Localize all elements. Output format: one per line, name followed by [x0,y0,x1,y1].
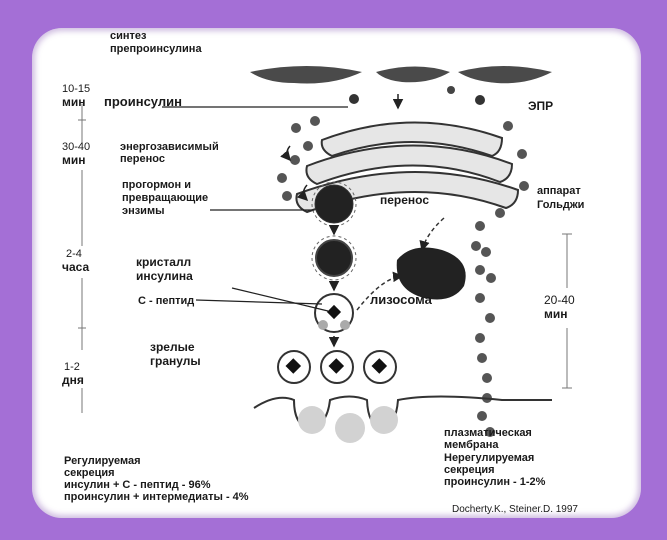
time-20-40-unit: мин [544,307,568,321]
time-2-4: 2-4 [66,248,82,260]
time-20-40: 20-40 [544,293,575,307]
epr-label: ЭПР [528,99,553,113]
prohormone-line3: энзимы [122,205,164,217]
regulated-line2: секреция [64,467,115,479]
exocytosis-clouds [298,406,398,443]
insulin-secretion-diagram: синтез препроинсулина 10-15 мин проинсул… [32,28,641,518]
regulated-line3: инсулин + С - пептид - 96% [64,479,211,491]
citation: Docherty.K., Steiner.D. 1997 [452,504,578,515]
time-1-2-unit: дня [62,373,84,387]
unregulated-line3: проинсулин - 1-2% [444,476,546,488]
synthesis-line1: синтез [110,30,147,42]
energy-line1: энергозависимый [120,141,219,153]
mature-line1: зрелые [150,340,195,354]
time-30-40-unit: мин [62,153,86,167]
c-peptide-label: С - пептид [138,295,194,307]
mature-line2: гранулы [150,354,201,368]
synthesis-line2: препроинсулина [110,43,202,55]
time-10-15-unit: мин [62,95,86,109]
mature-granules [278,351,396,383]
unregulated-line1: Нерегулируемая [444,452,534,464]
crystal-line2: инсулина [136,269,193,283]
endoplasmic-reticulum [250,66,552,105]
slide-card: синтез препроинсулина 10-15 мин проинсул… [32,28,641,518]
transfer-label: перенос [380,193,429,207]
unregulated-line2: секреция [444,464,495,476]
time-2-4-unit: часа [62,260,89,274]
time-1-2: 1-2 [64,361,80,373]
time-30-40: 30-40 [62,141,90,153]
prohormone-line2: превращающие [122,192,208,204]
crystal-line1: кристалл [136,255,191,269]
regulated-line4: проинсулин + интермедиаты - 4% [64,491,249,503]
time-10-15: 10-15 [62,83,90,95]
regulated-line1: Регулируемая [64,455,141,467]
lysosome-label: лизосома [370,292,433,307]
golgi-line1: аппарат [537,185,581,197]
prohormone-line1: прогормон и [122,179,191,191]
membrane-line1: плазматическая [444,427,532,439]
membrane-line2: мембрана [444,439,499,451]
golgi-line2: Гольджи [537,199,584,211]
granule-maturation-chain [312,182,356,346]
energy-line2: перенос [120,153,165,165]
proinsulin-label: проинсулин [104,94,182,109]
